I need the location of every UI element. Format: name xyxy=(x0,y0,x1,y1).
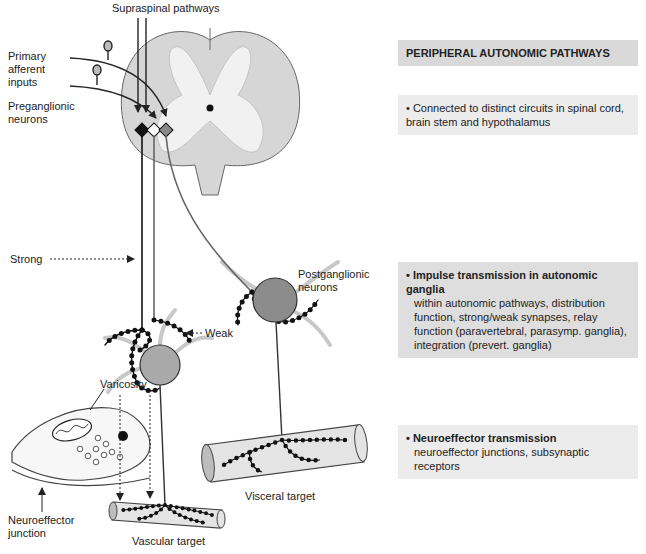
box-heading: • Connected to distinct circuits in spin… xyxy=(406,101,630,129)
primary-afferents xyxy=(93,65,101,75)
varicosity-inset xyxy=(12,470,150,486)
varicosity-inset xyxy=(77,435,123,465)
primary-afferents xyxy=(107,51,108,60)
box-heading: PERIPHERAL AUTONOMIC PATHWAYS xyxy=(406,46,630,60)
visceral-target xyxy=(222,439,345,472)
leader-lines xyxy=(50,259,134,260)
spinal-cord xyxy=(210,28,211,50)
varicosity-inset xyxy=(56,424,88,434)
ganglion-cells xyxy=(253,278,297,322)
leader-lines xyxy=(150,395,151,498)
synaptic-boutons xyxy=(140,330,150,350)
primary-afferents xyxy=(104,41,112,51)
varicosity-inset xyxy=(12,408,150,481)
box-heading: • Neuroeffector transmission xyxy=(406,431,630,445)
preganglionic-axons xyxy=(105,136,318,391)
supraspinal-pathways xyxy=(145,18,146,112)
preganglionic-neurons xyxy=(159,123,173,137)
visceral-target xyxy=(353,424,369,462)
part-label: Varicosity xyxy=(100,378,170,391)
primary-afferents xyxy=(96,75,97,85)
preganglionic-axons xyxy=(153,136,155,320)
leader-lines xyxy=(42,488,43,512)
preganglionic-axons xyxy=(140,330,150,350)
varicosity-inset xyxy=(50,415,94,445)
spinal-cord xyxy=(157,47,263,152)
part-label: Weak xyxy=(205,327,245,340)
visceral-target xyxy=(222,439,345,472)
primary-afferents xyxy=(70,86,156,118)
part-label: Neuroeffector junction xyxy=(8,514,93,540)
part-label: Preganglionic neurons xyxy=(8,100,88,126)
vascular-target xyxy=(109,502,225,528)
varicosity-inset xyxy=(101,452,107,458)
box-body: neuroeffector junctions, subsynaptic rec… xyxy=(406,445,630,473)
supraspinal-pathways xyxy=(137,18,138,112)
varicosity-inset xyxy=(93,459,99,465)
part-label: Postganglionic neurons xyxy=(298,268,393,294)
vascular-target xyxy=(217,510,225,528)
synaptic-boutons xyxy=(105,330,142,345)
ganglion-cells xyxy=(160,385,165,505)
leader-lines xyxy=(50,259,202,500)
varicosity-inset xyxy=(95,435,101,441)
spinal-cord xyxy=(121,28,299,195)
preganglionic-axons xyxy=(166,136,252,292)
part-label: Vascular target xyxy=(132,535,242,548)
visceral-target xyxy=(200,424,369,482)
info-box: • Impulse transmission in autonomic gang… xyxy=(398,262,638,358)
part-label: Supraspinal pathways xyxy=(112,2,252,15)
info-box: PERIPHERAL AUTONOMIC PATHWAYS xyxy=(398,40,638,66)
varicosity-inset xyxy=(12,408,150,486)
vascular-target xyxy=(122,505,212,523)
varicosity-inset xyxy=(77,446,83,452)
info-box: • Connected to distinct circuits in spin… xyxy=(398,95,638,135)
varicosity-inset xyxy=(103,441,109,447)
leader-lines xyxy=(186,333,202,334)
vascular-target xyxy=(109,502,117,520)
part-label: Primary afferent inputs xyxy=(8,50,68,89)
leader-lines xyxy=(42,389,104,512)
preganglionic-axons xyxy=(141,136,143,330)
info-box: • Neuroeffector transmissionneuroeffecto… xyxy=(398,425,638,479)
synaptic-boutons xyxy=(238,292,252,325)
box-heading: • Impulse transmission in autonomic gang… xyxy=(406,268,630,296)
part-label: Visceral target xyxy=(245,490,355,503)
preganglionic-axons xyxy=(154,320,190,342)
box-body: within autonomic pathways, distribution … xyxy=(406,296,630,352)
part-label: Strong xyxy=(10,253,50,266)
ganglion-cells xyxy=(276,322,282,440)
spinal-cord xyxy=(121,32,299,195)
visceral-target xyxy=(200,444,216,482)
varicosity-inset xyxy=(109,449,115,455)
vascular-target xyxy=(122,505,212,523)
visceral-target xyxy=(205,425,364,482)
supraspinal-pathways xyxy=(138,18,146,112)
leader-lines xyxy=(120,395,121,500)
preganglionic-neurons xyxy=(135,123,173,137)
spinal-cord xyxy=(207,105,214,112)
dendrites xyxy=(176,338,212,352)
leader-lines xyxy=(90,389,104,410)
primary-afferents xyxy=(70,41,166,118)
synaptic-boutons xyxy=(154,320,190,342)
varicosity-inset xyxy=(85,453,91,459)
preganglionic-axons xyxy=(238,292,252,325)
varicosity-inset xyxy=(93,446,99,452)
vascular-target xyxy=(112,502,222,528)
